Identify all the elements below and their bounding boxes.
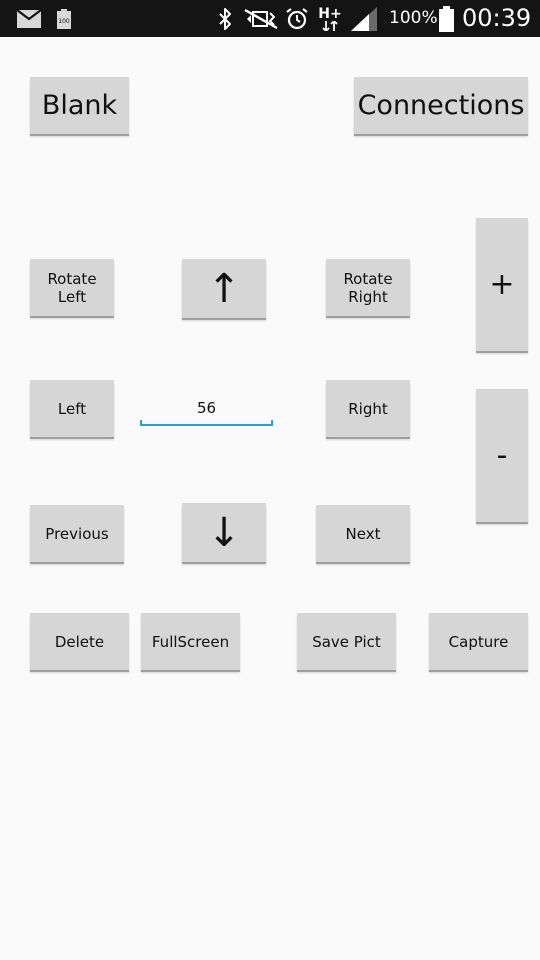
left-button[interactable]: Left xyxy=(30,380,114,437)
battery-percent: 100% xyxy=(389,8,438,28)
email-icon xyxy=(16,0,42,37)
up-arrow-button[interactable]: ↑ xyxy=(182,259,266,318)
network-type: H+ xyxy=(318,5,342,22)
step-field-tick-right xyxy=(271,420,273,426)
remote-control-panel xyxy=(0,37,540,960)
step-field-tick-left xyxy=(140,420,142,426)
zoom-in-button[interactable]: + xyxy=(476,218,528,351)
zoom-out-button[interactable]: - xyxy=(476,389,528,522)
battery-saver-icon: 100 xyxy=(56,0,72,37)
status-bar: 100 H+ 100% xyxy=(0,0,540,37)
signal-icon xyxy=(350,0,378,37)
previous-button[interactable]: Previous xyxy=(30,505,124,562)
mute-vibrate-icon xyxy=(242,0,280,37)
delete-button[interactable]: Delete xyxy=(30,613,129,670)
rotate-right-button[interactable]: Rotate Right xyxy=(326,259,410,316)
battery-icon xyxy=(437,0,455,37)
right-button[interactable]: Right xyxy=(326,380,410,437)
fullscreen-button[interactable]: FullScreen xyxy=(141,613,240,670)
bluetooth-icon xyxy=(214,0,236,37)
step-value-field[interactable]: 56 xyxy=(196,399,217,417)
down-arrow-button[interactable]: ↓ xyxy=(182,503,266,562)
rotate-left-button[interactable]: Rotate Left xyxy=(30,259,114,316)
step-field-underline xyxy=(140,424,273,426)
capture-button[interactable]: Capture xyxy=(429,613,528,670)
mini-battery-label: 100 xyxy=(58,18,70,25)
alarm-icon xyxy=(285,0,309,37)
connections-button[interactable]: Connections xyxy=(354,77,528,134)
next-button[interactable]: Next xyxy=(316,505,410,562)
save-pict-button[interactable]: Save Pict xyxy=(297,613,396,670)
blank-button[interactable]: Blank xyxy=(30,77,129,134)
network-data-icon: H+ xyxy=(318,0,342,37)
clock-time: 00:39 xyxy=(462,4,532,32)
